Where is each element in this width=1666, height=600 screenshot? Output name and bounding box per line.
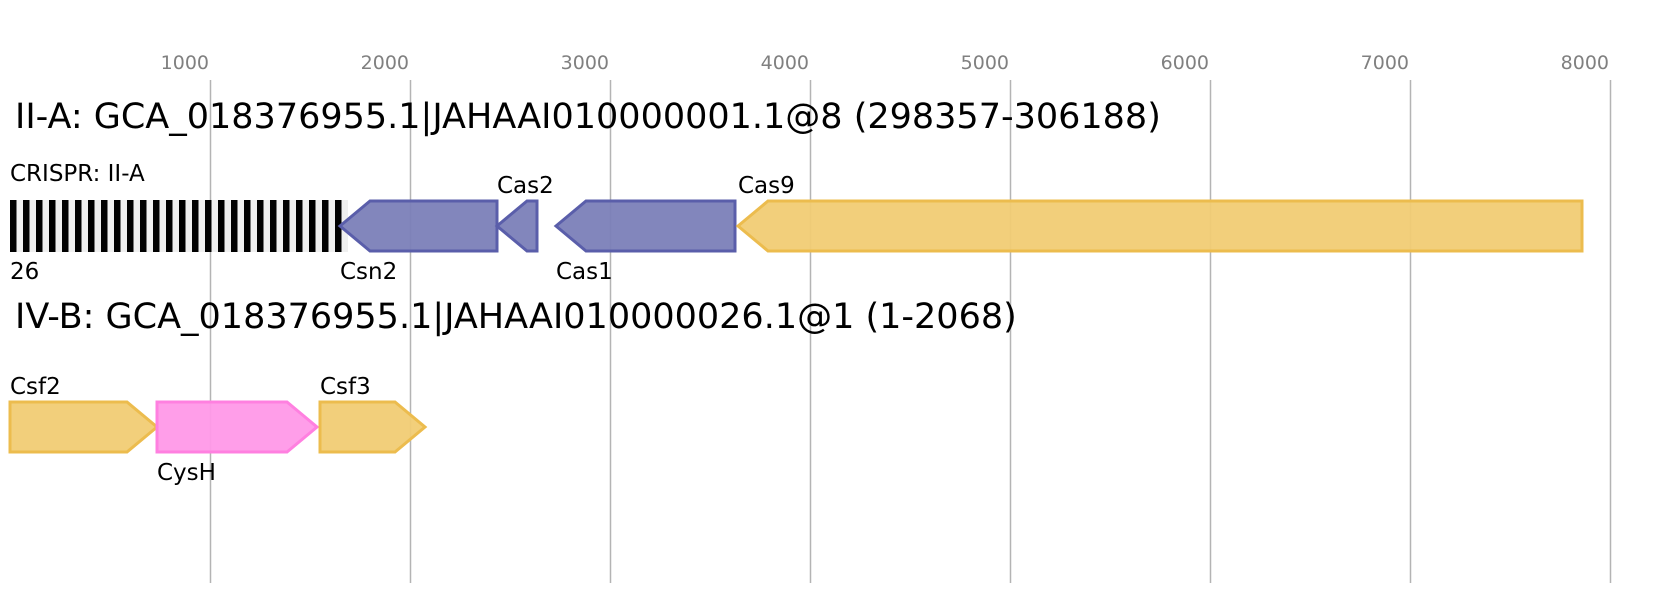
- gene-arrow-cas1[interactable]: [553, 199, 737, 253]
- crispr-repeat: [205, 200, 212, 252]
- crispr-repeat: [140, 200, 147, 252]
- crispr-count-label: 26: [10, 259, 39, 285]
- gene-arrow-cysh[interactable]: [155, 400, 320, 454]
- crispr-repeat: [10, 200, 17, 252]
- gene-label-csf2: Csf2: [10, 374, 61, 400]
- tick-label: 7000: [1361, 52, 1409, 74]
- crispr-repeat: [49, 200, 56, 252]
- tick-label: 6000: [1161, 52, 1209, 74]
- gene-label-cysh: CysH: [157, 460, 216, 486]
- gene-label-cas2: Cas2: [497, 173, 554, 199]
- crispr-repeat: [296, 200, 303, 252]
- crispr-repeat: [127, 200, 134, 252]
- tick-label: 5000: [961, 52, 1009, 74]
- tick-label: 4000: [761, 52, 809, 74]
- tick-label: 2000: [361, 52, 409, 74]
- crispr-repeat: [244, 200, 251, 252]
- axis-ticks: 1000 2000 3000 4000 5000 6000 7000 8000: [161, 52, 1609, 74]
- gene-label-csn2: Csn2: [340, 259, 397, 285]
- gene-label-cas9: Cas9: [738, 173, 795, 199]
- gene-arrow-csn2[interactable]: [337, 199, 499, 253]
- crispr-array: [10, 200, 348, 252]
- crispr-repeat: [218, 200, 225, 252]
- tick-label: 1000: [161, 52, 209, 74]
- crispr-repeat: [179, 200, 186, 252]
- track-title-iv-b: IV-B: GCA_018376955.1|JAHAAI010000026.1@…: [15, 297, 1017, 337]
- crispr-repeat: [88, 200, 95, 252]
- gene-label-csf3: Csf3: [320, 374, 371, 400]
- track-title-ii-a: II-A: GCA_018376955.1|JAHAAI010000001.1@…: [15, 97, 1161, 137]
- crispr-label: CRISPR: II-A: [10, 161, 145, 187]
- crispr-repeat: [322, 200, 329, 252]
- crispr-repeat: [153, 200, 160, 252]
- tick-label: 8000: [1561, 52, 1609, 74]
- crispr-repeat: [231, 200, 238, 252]
- gene-arrow-csf3[interactable]: [318, 400, 428, 454]
- crispr-repeat: [114, 200, 121, 252]
- crispr-repeat: [166, 200, 173, 252]
- crispr-repeat: [75, 200, 82, 252]
- crispr-repeat: [257, 200, 264, 252]
- crispr-repeat: [283, 200, 290, 252]
- crispr-repeat: [36, 200, 43, 252]
- gene-arrow-cas9[interactable]: [735, 199, 1584, 253]
- crispr-repeat: [101, 200, 108, 252]
- crispr-repeat: [270, 200, 277, 252]
- gene-arrow-csf2[interactable]: [8, 400, 160, 454]
- tick-label: 3000: [561, 52, 609, 74]
- gene-arrow-cas2[interactable]: [494, 199, 539, 253]
- crispr-repeat: [309, 200, 316, 252]
- grid-lines: [209, 80, 1612, 583]
- crispr-repeat: [62, 200, 69, 252]
- crispr-repeat: [192, 200, 199, 252]
- crispr-repeat: [23, 200, 30, 252]
- gene-label-cas1: Cas1: [556, 259, 613, 285]
